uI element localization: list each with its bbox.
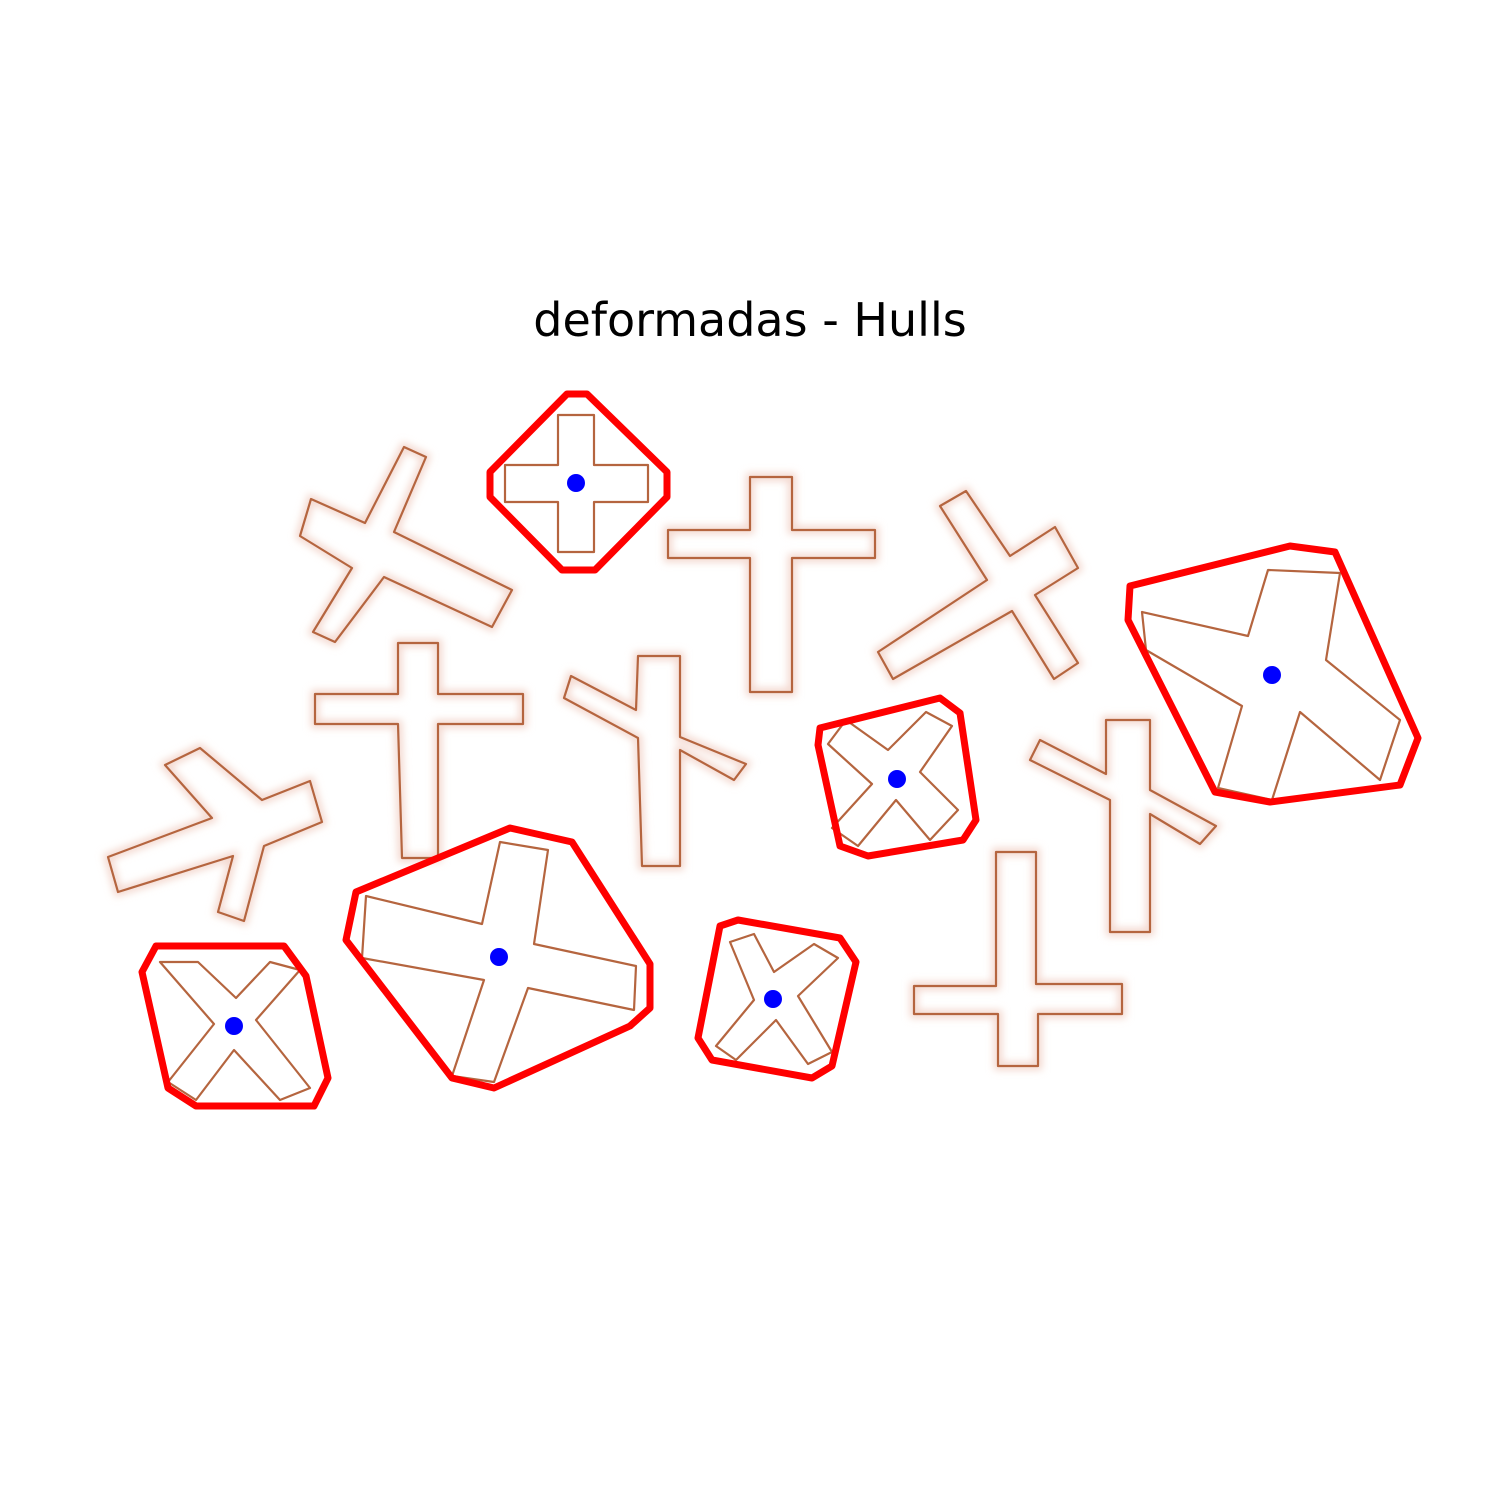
hull-3 (814, 694, 980, 860)
x-shape-1 (503, 413, 650, 554)
centroid-4 (490, 948, 508, 966)
hull-2 (1124, 542, 1422, 806)
bent-cross-right (1024, 716, 1223, 936)
plot-title: deformadas - Hulls (533, 293, 967, 347)
centroid-6 (764, 990, 782, 1008)
tilted-cross-top-left (295, 441, 518, 647)
centroid-1 (567, 474, 585, 492)
upright-cross-top-center (664, 473, 879, 696)
tilted-cross-left (103, 743, 327, 927)
upright-cross-middle-left (311, 639, 527, 862)
hull-6 (694, 916, 860, 1082)
x-shape-3 (826, 710, 960, 848)
hull-4 (342, 824, 654, 1092)
centroid-5 (225, 1017, 243, 1035)
centroid-3 (888, 770, 906, 788)
hull-5 (138, 942, 332, 1110)
tilted-cross-top-right (872, 485, 1084, 685)
bent-cross-center (559, 652, 753, 870)
centroid-2 (1263, 666, 1281, 684)
x-shape-4 (360, 840, 638, 1084)
inverted-cross-bottom-right (910, 848, 1126, 1070)
hull-1 (486, 390, 671, 574)
